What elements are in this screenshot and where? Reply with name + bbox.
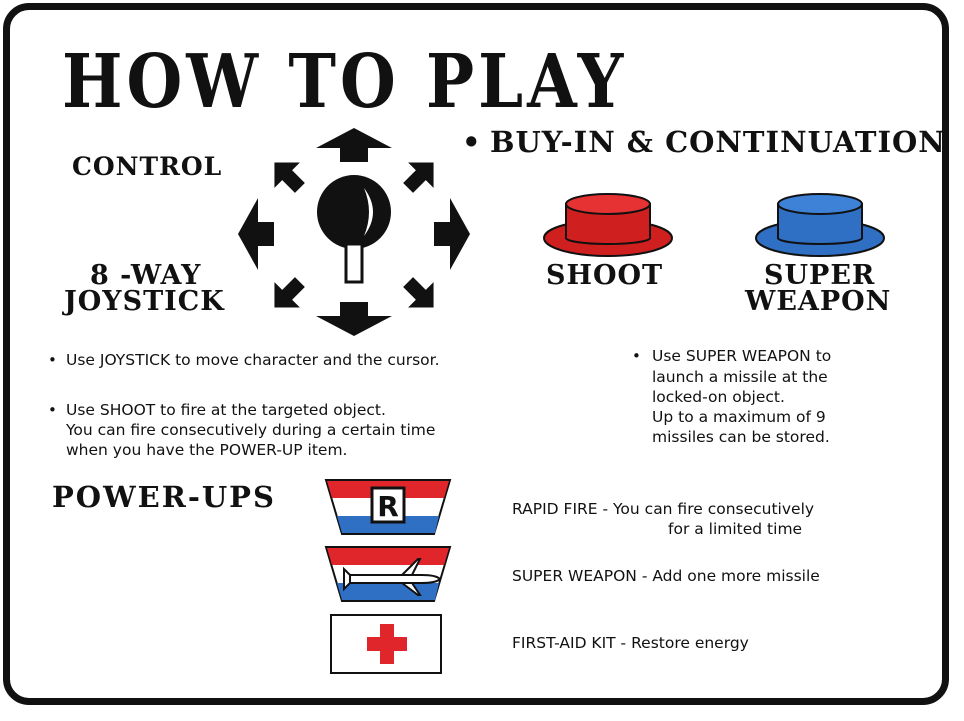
bullet-icon: • <box>48 401 57 419</box>
instruction-card <box>3 3 949 705</box>
joystick-shaft <box>344 242 364 284</box>
super-weapon-instruction-line: locked-on object. <box>652 388 785 406</box>
rapid-fire-letter: R <box>377 490 399 523</box>
joystick-label-line-2: JOYSTICK <box>64 286 225 317</box>
arrow-down-right-icon <box>403 277 434 308</box>
bullet-icon: • <box>632 347 641 365</box>
rapid-fire-description-cont: for a limited time <box>668 520 803 538</box>
super-weapon-instruction-line: Up to a maximum of 9 <box>652 408 826 426</box>
control-label: CONTROL <box>72 152 223 181</box>
red-button-icon <box>543 193 673 257</box>
joystick-label-line-1: 8 -WAY <box>90 260 202 291</box>
arrow-down-icon <box>316 302 392 336</box>
super-weapon-label-line-2: WEAPON <box>745 286 892 317</box>
shoot-instruction-line: Use SHOOT to fire at the targeted object… <box>66 401 386 419</box>
shoot-instruction-line: when you have the POWER-UP item. <box>66 441 348 459</box>
rapid-fire-description: RAPID FIRE - You can fire consecutively <box>512 500 815 518</box>
super-weapon-instruction-line: Use SUPER WEAPON to <box>652 347 832 365</box>
arrow-up-right-icon <box>403 162 434 193</box>
page-title: HOW TO PLAY <box>62 39 628 126</box>
arrow-up-icon <box>316 128 392 162</box>
super-weapon-instruction-line: missiles can be stored. <box>652 428 830 446</box>
buyin-heading: BUY-IN & CONTINUATION <box>490 125 946 159</box>
power-ups-heading: POWER-UPS <box>52 480 276 514</box>
arrow-down-left-icon <box>274 277 305 308</box>
missile-icon <box>324 546 452 602</box>
joystick-ball <box>317 175 391 249</box>
red-cross-icon <box>330 614 442 674</box>
arrow-right-icon <box>434 198 470 270</box>
bullet-icon: • <box>48 351 57 369</box>
super-weapon-label-line-1: SUPER <box>764 260 876 291</box>
joystick-icon <box>238 128 470 336</box>
buyin-bullet: • <box>462 125 481 159</box>
super-weapon-instruction-line: launch a missile at the <box>652 368 828 386</box>
first-aid-description: FIRST-AID KIT - Restore energy <box>512 634 749 652</box>
super-weapon-powerup-description: SUPER WEAPON - Add one more missile <box>512 567 820 585</box>
arrow-up-left-icon <box>274 162 305 193</box>
shoot-instruction-line: You can fire consecutively during a cert… <box>66 421 436 439</box>
arrow-left-icon <box>238 198 274 270</box>
blue-button-icon <box>755 193 885 257</box>
joystick-instruction: Use JOYSTICK to move character and the c… <box>66 351 440 369</box>
shoot-label: SHOOT <box>546 260 664 291</box>
rapid-fire-icon: R <box>324 479 452 535</box>
